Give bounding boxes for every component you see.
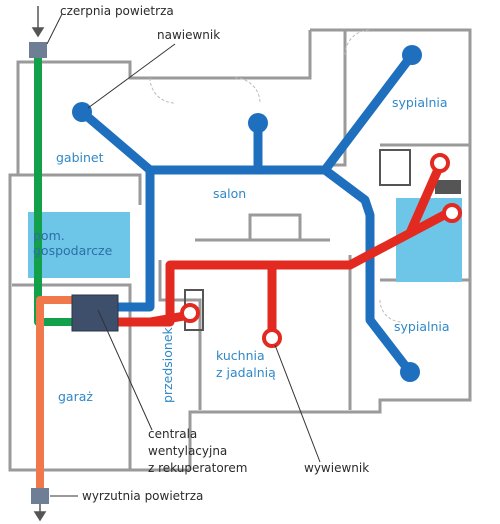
room-utility: pom. gospodarcze bbox=[33, 228, 113, 258]
extract-vent bbox=[262, 328, 282, 348]
supply-vents bbox=[72, 45, 422, 382]
supply-vent bbox=[72, 102, 92, 122]
interior-wall bbox=[158, 260, 202, 410]
leader-lines bbox=[46, 13, 321, 497]
chimney-wall bbox=[248, 213, 302, 240]
air-intake bbox=[29, 42, 47, 58]
supply-vent bbox=[402, 45, 422, 65]
exhaust-air-duct bbox=[36, 296, 72, 488]
door-arc bbox=[149, 77, 176, 104]
outer-wall-east bbox=[188, 28, 472, 470]
extract-vent bbox=[430, 153, 450, 173]
room-bedroom-bottom: sypialnia bbox=[394, 319, 450, 334]
room-hall: przedsionek bbox=[160, 327, 175, 403]
fresh-air-duct bbox=[34, 55, 72, 326]
label-supply-vent: nawiewnik bbox=[157, 28, 221, 42]
arrow-head bbox=[31, 27, 45, 38]
fixture bbox=[379, 149, 411, 186]
leader-exhaust-vent bbox=[274, 344, 321, 463]
interior-wall bbox=[12, 173, 142, 205]
supply-vent bbox=[400, 362, 420, 382]
label-outlet: wyrzutnia powietrza bbox=[82, 489, 204, 503]
extract-vent bbox=[442, 203, 462, 223]
extract-duct-bath bbox=[405, 160, 445, 238]
door-arc bbox=[234, 77, 261, 104]
arrow-head bbox=[33, 511, 47, 522]
interior-wall bbox=[12, 283, 132, 470]
leader-supply-vent bbox=[87, 43, 176, 109]
supply-duct-bedroom-top bbox=[320, 50, 417, 175]
room-kitchen: kuchnia z jadalnią bbox=[216, 348, 276, 380]
extract-vents bbox=[180, 153, 462, 348]
room-living: salon bbox=[213, 186, 247, 201]
supply-vent bbox=[248, 113, 268, 133]
extract-vent bbox=[180, 303, 200, 323]
room-bedroom-top: sypialnia bbox=[392, 95, 448, 110]
air-outlet bbox=[31, 488, 49, 504]
arrows bbox=[31, 6, 47, 522]
interior-wall bbox=[330, 30, 347, 167]
door-arc bbox=[344, 29, 371, 56]
leader-intake bbox=[46, 13, 63, 45]
ventilation-unit bbox=[71, 294, 119, 332]
label-exhaust-vent: wywiewnik bbox=[304, 461, 370, 475]
room-garage: garaż bbox=[58, 389, 93, 404]
door-swings bbox=[149, 29, 403, 323]
house-walls bbox=[8, 28, 472, 472]
label-unit: centrala wentylacyjna z rekuperatorem bbox=[148, 427, 248, 475]
supply-duct-study bbox=[77, 107, 155, 175]
label-intake: czerpnia powietrza bbox=[60, 4, 174, 18]
fixture bbox=[435, 180, 461, 194]
leader-unit bbox=[97, 309, 153, 431]
supply-duct-bedroom-bottom bbox=[365, 250, 415, 377]
utility-room-fill bbox=[28, 212, 130, 278]
outer-wall bbox=[8, 30, 312, 472]
room-study: gabinet bbox=[56, 150, 104, 165]
door-arc bbox=[379, 299, 403, 323]
